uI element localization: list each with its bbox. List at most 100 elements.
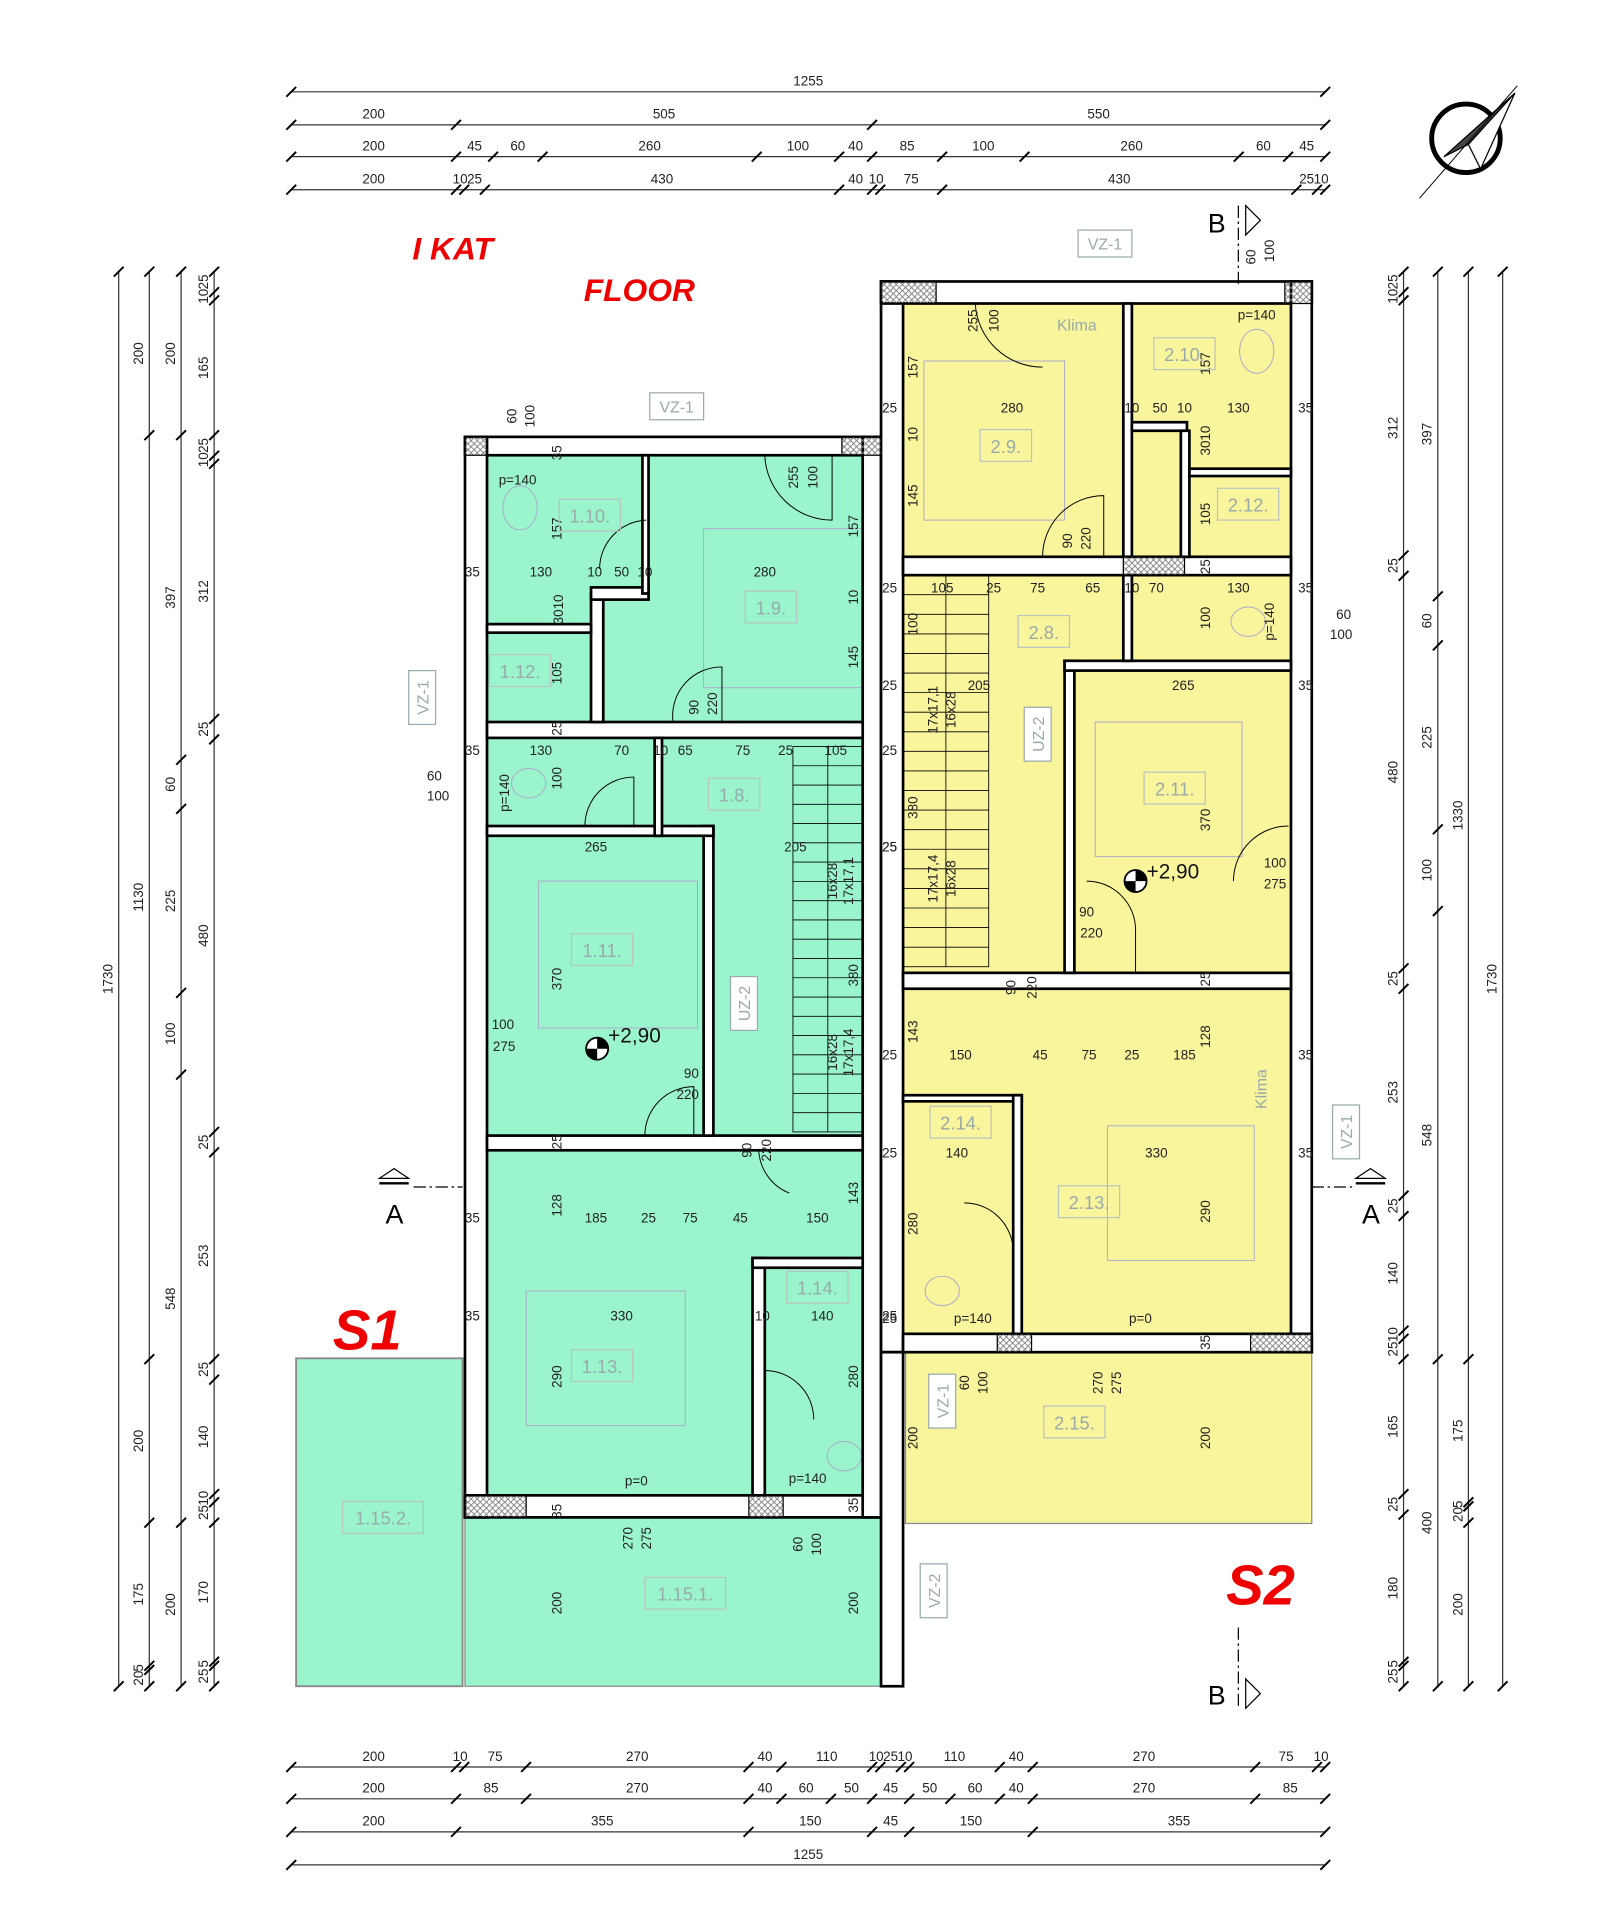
- room-label: 1.13.: [570, 1349, 634, 1383]
- dimension-label: 397: [163, 586, 178, 608]
- dimension-label: 10: [453, 1749, 468, 1764]
- interior-dimension: 25: [1198, 559, 1213, 574]
- interior-dimension: 100: [906, 613, 921, 635]
- interior-dimension: 130: [1227, 400, 1249, 415]
- dimension-label: 60: [510, 139, 525, 154]
- interior-dimension: 330: [1145, 1146, 1167, 1161]
- interior-dimension: 35: [1298, 400, 1313, 415]
- room-label: 2.9.: [979, 428, 1033, 462]
- dimension-label: 75: [904, 172, 919, 187]
- interior-dimension: 35: [465, 564, 480, 579]
- interior-dimension: 60: [427, 769, 442, 784]
- dimension-label: 100: [163, 1023, 178, 1045]
- section-marker-a-right: A: [1311, 1167, 1388, 1230]
- interior-dimension: 100: [1262, 240, 1277, 262]
- dimension-chain-bottom-3: 1255: [285, 1847, 1331, 1871]
- staircases: [792, 574, 990, 1133]
- dimension-label: 165: [1385, 1415, 1400, 1437]
- interior-dimension: 25: [1198, 971, 1213, 986]
- dimension-label: 10: [453, 172, 468, 187]
- interior-dimension: 275: [639, 1527, 654, 1549]
- interior-dimension: 270: [621, 1527, 636, 1549]
- dimension-label: 200: [362, 1814, 384, 1829]
- dimension-label: 355: [1168, 1814, 1190, 1829]
- interior-dimension: 100: [1330, 627, 1352, 642]
- interior-dimension: 10: [587, 564, 602, 579]
- interior-dimension: 255: [966, 309, 981, 331]
- interior-dimension: 100: [523, 405, 538, 427]
- interior-dimension: 10: [1124, 400, 1139, 415]
- staircase-s1: [792, 746, 864, 1133]
- dimension-label: 270: [626, 1781, 648, 1796]
- section-label: B: [1208, 209, 1226, 239]
- dimension-chain-left-0: 1730: [101, 266, 125, 1692]
- svg-text:2.15.: 2.15.: [1054, 1412, 1095, 1433]
- room-label: 2.8.: [1017, 614, 1071, 648]
- svg-text:2.9.: 2.9.: [991, 436, 1022, 457]
- dimension-label: 175: [1450, 1419, 1465, 1441]
- wall-type-tag: VZ-1: [928, 1373, 957, 1429]
- dimension-label: 5: [131, 1664, 146, 1671]
- unit-label-s2: S2: [1226, 1553, 1295, 1616]
- svg-text:2.8.: 2.8.: [1028, 622, 1059, 643]
- dimension-label: 10: [196, 289, 211, 304]
- dimension-label: 200: [362, 139, 384, 154]
- interior-dimension: 143: [906, 1020, 921, 1042]
- dimension-label: 45: [467, 139, 482, 154]
- interior-dimension: 10: [637, 564, 652, 579]
- dimension-label: 5: [196, 1660, 211, 1667]
- dimension-label: 50: [844, 1781, 859, 1796]
- interior-dimension: 65: [1085, 580, 1100, 595]
- dimension-label: 25: [1385, 1497, 1400, 1512]
- interior-dimension: 145: [906, 484, 921, 506]
- interior-dimension: 280: [906, 1212, 921, 1234]
- svg-text:1.9.: 1.9.: [756, 597, 787, 618]
- dimension-label: 260: [1120, 139, 1142, 154]
- dimension-label: 25: [883, 1749, 898, 1764]
- interior-dimension: 65: [678, 743, 693, 758]
- dimension-label: 200: [362, 1749, 384, 1764]
- interior-dimension: 16x28: [944, 691, 959, 728]
- room-label: 1.15.1.: [644, 1576, 727, 1610]
- interior-dimension: 100: [809, 1533, 824, 1555]
- svg-text:UZ-2: UZ-2: [737, 986, 754, 1021]
- section-marker-a-left: A: [377, 1167, 463, 1230]
- dimension-label: 25: [1385, 971, 1400, 986]
- dimension-label: 75: [1279, 1749, 1294, 1764]
- interior-dimension: 75: [1082, 1048, 1097, 1063]
- interior-dimension: 17x17,4: [841, 1028, 856, 1076]
- svg-text:2.13.: 2.13.: [1069, 1192, 1110, 1213]
- furniture: [502, 328, 1275, 1472]
- interior-dimension: 60: [1243, 250, 1258, 265]
- interior-dimension: p=0: [1129, 1311, 1152, 1326]
- interior-dimension: 275: [493, 1039, 515, 1054]
- interior-dimension: 35: [1198, 1335, 1213, 1350]
- interior-dimension: p=140: [954, 1311, 992, 1326]
- dimension-label: 10: [869, 1749, 884, 1764]
- svg-text:1.15.1.: 1.15.1.: [657, 1584, 713, 1605]
- dimension-label: 400: [1420, 1511, 1435, 1533]
- interior-dimension: 220: [1078, 527, 1093, 549]
- dimension-label: 10: [196, 452, 211, 467]
- interior-dimension: 265: [1172, 678, 1194, 693]
- interior-dimension: 3010: [1198, 426, 1213, 456]
- dimension-label: 85: [1283, 1781, 1298, 1796]
- interior-dimension: 290: [1198, 1200, 1213, 1222]
- interior-dimension: 35: [550, 1504, 565, 1519]
- dimension-label: 225: [1420, 726, 1435, 748]
- interior-dimension: 140: [946, 1146, 968, 1161]
- svg-text:VZ-2: VZ-2: [927, 1573, 944, 1608]
- interior-dimension: 105: [825, 743, 847, 758]
- interior-dimension: 105: [931, 580, 953, 595]
- svg-text:1.11.: 1.11.: [582, 940, 621, 961]
- interior-dimension: 16x28: [825, 1034, 840, 1071]
- elevation-marker-s2: +2,90: [1123, 861, 1199, 894]
- interior-dimension: 35: [1298, 580, 1313, 595]
- dimension-label: 25: [1385, 1669, 1400, 1684]
- dimension-label: 253: [196, 1245, 211, 1267]
- svg-text:1.15.2.: 1.15.2.: [355, 1508, 411, 1529]
- interior-dimension: 25: [882, 1146, 897, 1161]
